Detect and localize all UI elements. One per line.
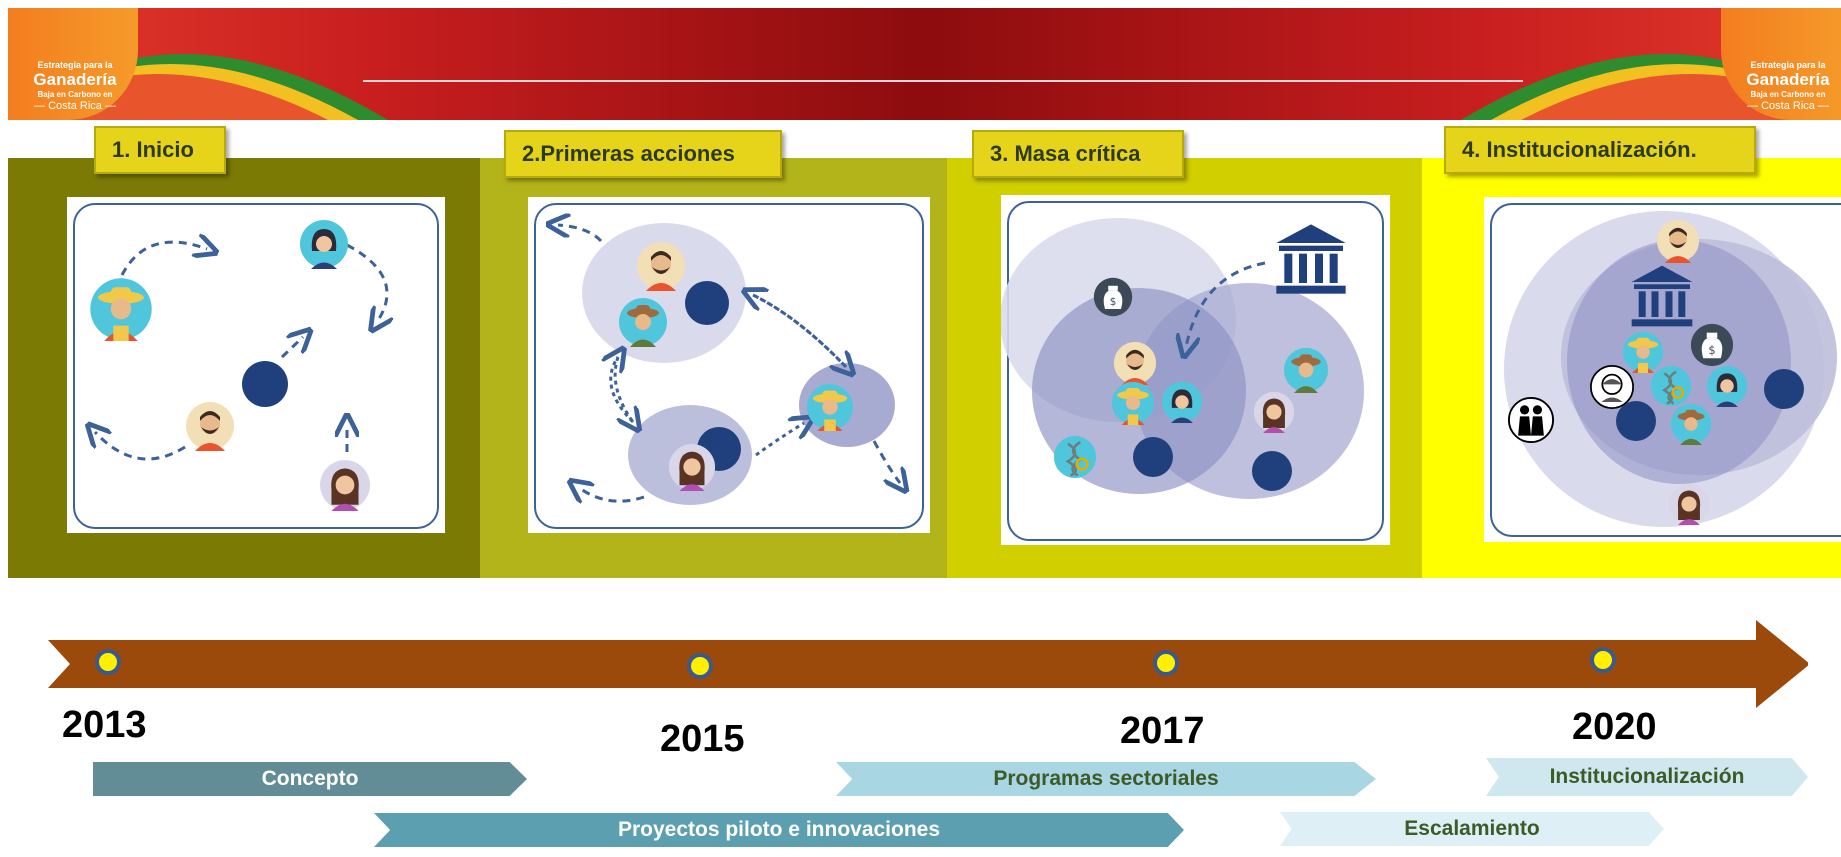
- stage-card-1: [67, 197, 445, 533]
- family-icon: [1509, 398, 1553, 442]
- stage-card-4: [1484, 197, 1841, 542]
- robot-icon: [1591, 366, 1633, 408]
- banner-line: [363, 80, 1523, 82]
- dark-circle-icon: [1764, 369, 1804, 409]
- phase-institucionalizacion: Institucionalización: [1486, 758, 1808, 796]
- phase-concepto: Concepto: [93, 762, 527, 796]
- logo-left: Estrategia para la Ganadería Baja en Car…: [8, 8, 148, 120]
- dna-icon: [1054, 436, 1096, 478]
- woman-icon: [320, 460, 370, 511]
- dark-circle-icon: [242, 361, 288, 407]
- logo-left-line2: Ganadería: [33, 70, 117, 89]
- timeline-dot-2017: [1153, 650, 1179, 676]
- logo-left-line1: Estrategia para la: [37, 60, 113, 70]
- header-banner: Estrategia para la Ganadería Baja en Car…: [8, 8, 1841, 120]
- dark-circle-icon: [1252, 451, 1292, 491]
- stage-tag-4: 4. Institucionalización.: [1444, 126, 1756, 174]
- year-label: 2020: [1572, 706, 1657, 748]
- money-bag-icon: [1094, 278, 1132, 316]
- man-icon: [186, 402, 234, 451]
- timeline-dot-2013: [95, 649, 121, 675]
- farmer-icon: [90, 278, 151, 341]
- money-bag-icon: [1691, 324, 1733, 366]
- dark-circle-icon: [1133, 437, 1173, 477]
- timeline-dot-2015: [687, 653, 713, 679]
- phase-proyectos-piloto: Proyectos piloto e innovaciones: [374, 813, 1184, 847]
- year-label: 2015: [660, 718, 745, 760]
- logo-right-line3: Baja en Carbono en: [1750, 90, 1826, 99]
- stage-tag-1: 1. Inicio: [94, 126, 226, 174]
- logo-right-line2: Ganadería: [1746, 70, 1830, 89]
- bank-icon: [1276, 224, 1345, 293]
- dna-icon: [1651, 366, 1691, 406]
- phase-escalamiento: Escalamiento: [1280, 812, 1664, 846]
- year-label: 2017: [1120, 710, 1205, 752]
- stage-tag-2: 2.Primeras acciones: [504, 130, 782, 178]
- logo-right-line4: — Costa Rica —: [1747, 100, 1829, 112]
- stage-tag-3: 3. Masa crítica: [972, 130, 1184, 178]
- woman-icon: [300, 220, 348, 269]
- logo-right-line1: Estrategia para la: [1750, 60, 1826, 70]
- logo-left-line3: Baja en Carbono en: [37, 90, 113, 99]
- dark-circle-icon: [1616, 401, 1656, 441]
- timeline-arrow: [48, 620, 1808, 708]
- logo-left-line4: — Costa Rica —: [34, 100, 116, 112]
- stage-card-3: [1001, 195, 1390, 545]
- phase-programas-sectoriales: Programas sectoriales: [836, 762, 1376, 796]
- timeline-dot-2020: [1590, 647, 1616, 673]
- year-label: 2013: [62, 704, 147, 746]
- stage-card-2: [528, 197, 930, 533]
- dark-circle-icon: [685, 281, 729, 325]
- logo-right: Estrategia para la Ganadería Baja en Car…: [1711, 8, 1841, 120]
